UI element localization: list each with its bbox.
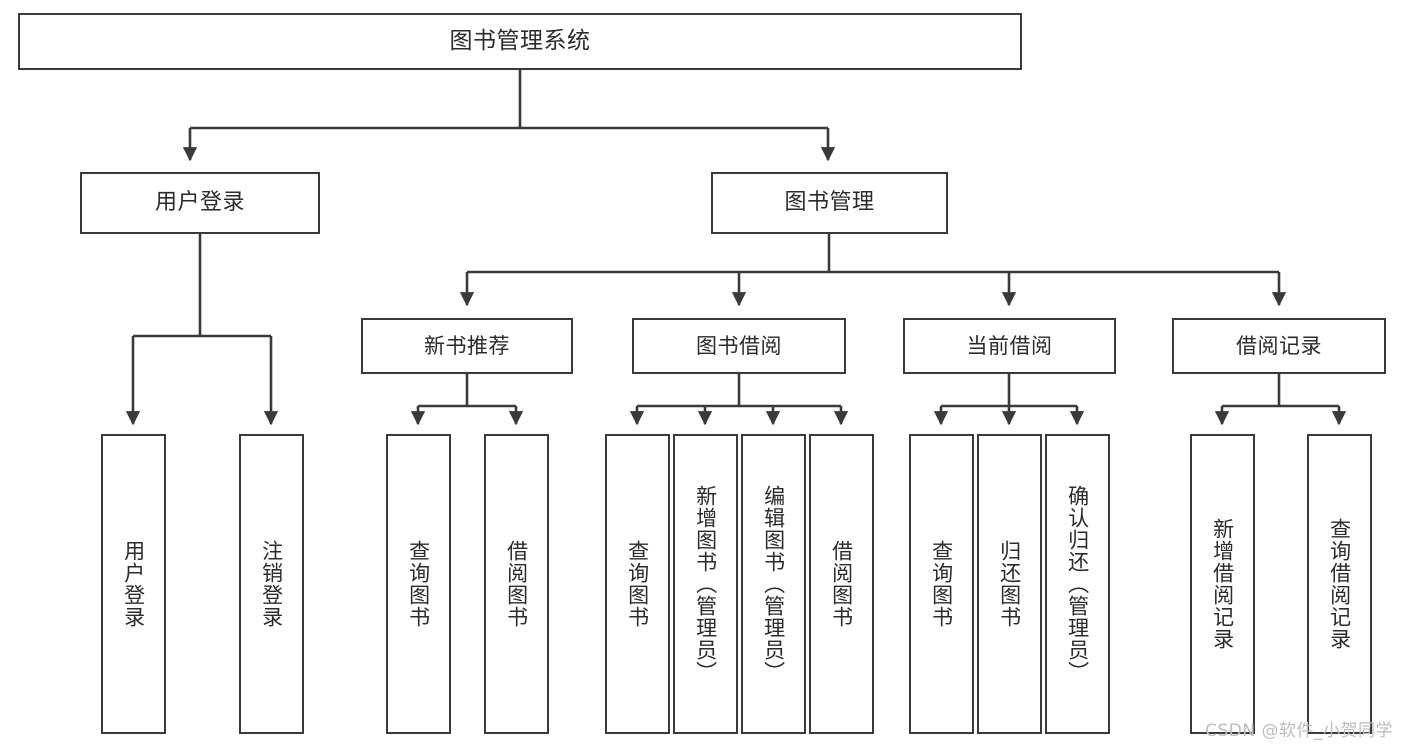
node-book-management[interactable]: 图书管理 — [711, 172, 948, 234]
node-label: 新增借阅记录 — [1210, 518, 1235, 650]
node-label: 用户登录 — [154, 190, 245, 216]
node-label: 当前借阅 — [966, 333, 1053, 358]
node-label: 用户登录 — [121, 540, 146, 628]
node-label: 图书管理 — [784, 190, 875, 216]
node-leaf-borrow-book[interactable]: 借阅图书 — [809, 434, 874, 734]
node-leaf-user-login[interactable]: 用户登录 — [101, 434, 166, 734]
node-current-borrow[interactable]: 当前借阅 — [903, 318, 1116, 374]
node-label: 借阅图书 — [829, 540, 854, 628]
node-label: 编辑图书（管理员） — [761, 485, 786, 683]
node-borrow-record[interactable]: 借阅记录 — [1172, 318, 1386, 374]
node-leaf-query-book-current[interactable]: 查询图书 — [909, 434, 974, 734]
node-label: 新书推荐 — [424, 333, 510, 358]
node-leaf-edit-book[interactable]: 编辑图书（管理员） — [741, 434, 806, 734]
node-label: 查询借阅记录 — [1327, 518, 1352, 650]
node-label: 确认归还（管理员） — [1065, 485, 1090, 683]
node-leaf-user-logout[interactable]: 注销登录 — [239, 434, 304, 734]
node-leaf-borrow-book-recommend[interactable]: 借阅图书 — [484, 434, 549, 734]
node-label: 归还图书 — [997, 540, 1022, 628]
node-label: 新增图书（管理员） — [693, 485, 718, 683]
node-label: 查询图书 — [929, 540, 954, 628]
node-leaf-query-borrow-record[interactable]: 查询借阅记录 — [1307, 434, 1372, 734]
node-leaf-query-book-recommend[interactable]: 查询图书 — [386, 434, 451, 734]
node-label: 借阅图书 — [504, 540, 529, 628]
node-label: 图书借阅 — [696, 333, 782, 358]
node-leaf-return-book[interactable]: 归还图书 — [977, 434, 1042, 734]
csdn-watermark: CSDN @软件_小贺同学 — [1205, 721, 1393, 741]
node-leaf-confirm-return[interactable]: 确认归还（管理员） — [1045, 434, 1110, 734]
node-label: 注销登录 — [259, 540, 284, 628]
node-label: 图书管理系统 — [449, 28, 591, 55]
node-root-book-management-system[interactable]: 图书管理系统 — [18, 13, 1022, 70]
node-user-login[interactable]: 用户登录 — [80, 172, 320, 234]
node-book-borrow[interactable]: 图书借阅 — [632, 318, 846, 374]
node-leaf-add-borrow-record[interactable]: 新增借阅记录 — [1190, 434, 1255, 734]
node-leaf-query-book-borrow[interactable]: 查询图书 — [605, 434, 670, 734]
node-label: 查询图书 — [406, 540, 431, 628]
node-label: 查询图书 — [625, 540, 650, 628]
node-leaf-add-book[interactable]: 新增图书（管理员） — [673, 434, 738, 734]
node-label: 借阅记录 — [1236, 333, 1322, 358]
node-new-book-recommend[interactable]: 新书推荐 — [361, 318, 573, 374]
